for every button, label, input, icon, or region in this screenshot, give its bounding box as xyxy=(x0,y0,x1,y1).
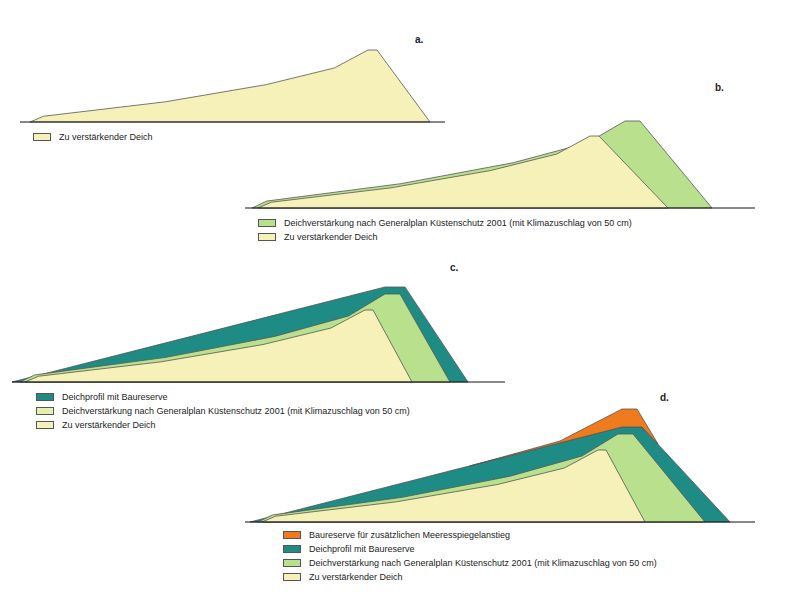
legend-swatch xyxy=(283,573,301,581)
legend-text: Deichprofil mit Baureserve xyxy=(309,544,415,554)
ground-line xyxy=(20,122,445,123)
legend-text: Deichverstärkung nach Generalplan Küsten… xyxy=(284,218,632,228)
legend-entry: Deichprofil mit Baureserve xyxy=(36,392,168,402)
legend-swatch xyxy=(33,133,51,141)
ground-line xyxy=(245,208,755,209)
legend-swatch xyxy=(258,233,276,241)
legend-text: Zu verstärkender Deich xyxy=(309,572,403,582)
reinforced-dike xyxy=(258,434,705,522)
legend-swatch xyxy=(283,545,301,553)
legend-entry: Zu verstärkender Deich xyxy=(36,420,156,430)
legend-entry: Deichprofil mit Baureserve xyxy=(283,544,415,554)
reinforced-dike xyxy=(20,294,450,382)
existing-dike xyxy=(25,310,412,382)
legend-text: Deichprofil mit Baureserve xyxy=(62,392,168,402)
legend-text: Baureserve für zusätzlichen Meeresspiege… xyxy=(309,530,510,540)
existing-dike xyxy=(262,450,645,522)
legend-text: Deichverstärkung nach Generalplan Küsten… xyxy=(62,406,410,416)
existing-dike xyxy=(258,136,668,208)
reserve-profile xyxy=(250,427,730,522)
legend-swatch xyxy=(36,407,54,415)
ground-line xyxy=(245,522,755,523)
legend-entry: Zu verstärkender Deich xyxy=(283,572,403,582)
legend-swatch xyxy=(36,393,54,401)
legend-entry: Zu verstärkender Deich xyxy=(258,232,378,242)
reserve-profile xyxy=(12,287,468,382)
legend-entry: Deichverstärkung nach Generalplan Küsten… xyxy=(36,406,410,416)
legend-entry: Deichverstärkung nach Generalplan Küsten… xyxy=(258,218,632,228)
legend-entry: Baureserve für zusätzlichen Meeresspiege… xyxy=(283,530,510,540)
legend-text: Zu verstärkender Deich xyxy=(284,232,378,242)
legend-swatch xyxy=(283,531,301,539)
reinforced-dike xyxy=(252,121,712,208)
legend-text: Deichverstärkung nach Generalplan Küsten… xyxy=(309,558,657,568)
legend-swatch xyxy=(36,421,54,429)
legend-entry: Zu verstärkender Deich xyxy=(33,132,153,142)
panel-letter: b. xyxy=(715,82,724,93)
existing-dike xyxy=(30,50,430,122)
legend-swatch xyxy=(283,559,301,567)
panel-letter: d. xyxy=(660,392,669,403)
legend-swatch xyxy=(258,219,276,227)
ground-line xyxy=(12,382,505,383)
legend-text: Zu verstärkender Deich xyxy=(62,420,156,430)
legend-text: Zu verstärkender Deich xyxy=(59,132,153,142)
panel-letter: a. xyxy=(415,34,423,45)
panel-letter: c. xyxy=(450,262,458,273)
legend-entry: Deichverstärkung nach Generalplan Küsten… xyxy=(283,558,657,568)
